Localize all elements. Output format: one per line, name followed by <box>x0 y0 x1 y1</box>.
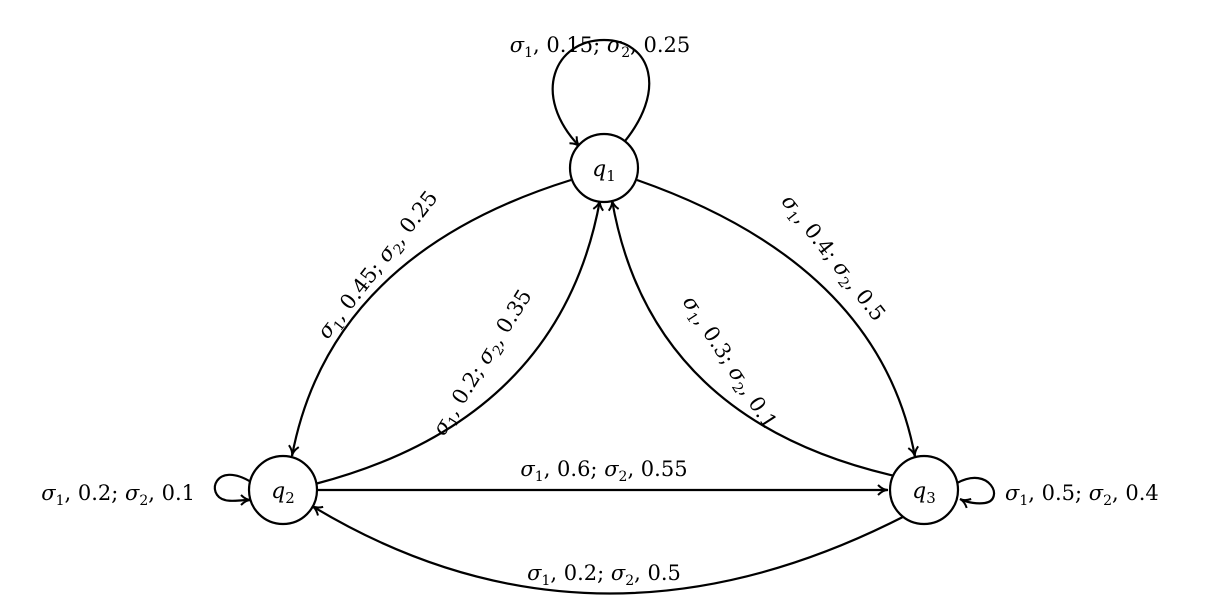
edge-label-q2-q1: σ1, 0.2; σ2, 0.35 <box>428 285 540 442</box>
state-q1-label: q1 <box>592 157 616 185</box>
edge-q1-q2 <box>288 178 572 457</box>
edge-q3-q1 <box>607 199 896 478</box>
state-q2-circle <box>247 454 319 526</box>
edge-q2-q1 <box>314 199 604 486</box>
edge-q1-q3 <box>636 178 919 458</box>
edge-q3-self <box>956 476 996 509</box>
edge-q1-self <box>551 38 651 148</box>
state-q2-label: q2 <box>271 479 295 507</box>
edge-label-q3-q1: σ1, 0.3; σ2, 0.1 <box>675 291 782 435</box>
edge-label-q3-self: σ1, 0.5; σ2, 0.4 <box>1005 481 1159 509</box>
edge-label-q2-self: σ1, 0.2; σ2, 0.1 <box>41 481 195 509</box>
state-q3[interactable]: q3 <box>888 454 960 526</box>
state-q3-circle <box>888 454 960 526</box>
edge-q2-self <box>213 473 252 506</box>
state-q1[interactable]: q1 <box>568 132 640 204</box>
edge-label-q2-q3: σ1, 0.6; σ2, 0.55 <box>520 457 687 485</box>
edge-label-q3-q2: σ1, 0.2; σ2, 0.5 <box>527 561 681 589</box>
state-q1-circle <box>568 132 640 204</box>
state-q2[interactable]: q2 <box>247 454 319 526</box>
edge-label-q1-q2: σ1, 0.45; σ2, 0.25 <box>312 186 445 345</box>
edge-label-q1-self: σ1, 0.15; σ2, 0.25 <box>510 33 691 61</box>
state-q3-label: q3 <box>912 479 936 507</box>
edge-q3-q2 <box>311 505 921 595</box>
